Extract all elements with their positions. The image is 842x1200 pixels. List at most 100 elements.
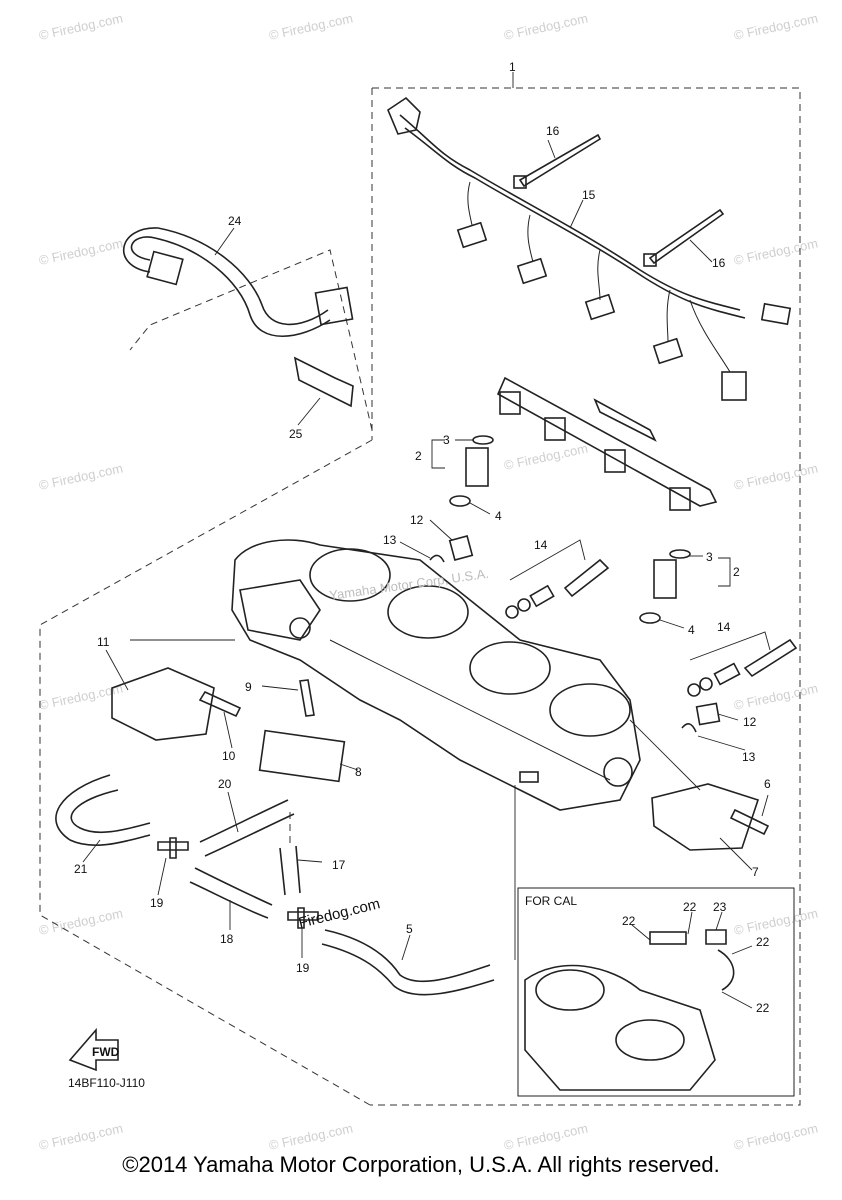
callout: 15	[582, 188, 596, 202]
fuel-rail-tee	[593, 398, 657, 442]
callout: 12	[743, 715, 757, 729]
bracket-2	[431, 439, 445, 469]
injector-connector	[652, 337, 684, 365]
pressure-sensor	[258, 729, 346, 783]
callout: 16	[546, 124, 560, 138]
harness-branch	[467, 181, 473, 226]
copyright-footer: ©2014 Yamaha Motor Corporation, U.S.A. A…	[122, 1152, 719, 1177]
callout: 10	[222, 749, 236, 763]
leader-16	[689, 239, 713, 263]
link-7	[629, 719, 701, 791]
throttle-bore	[387, 585, 469, 639]
leader-17	[297, 859, 323, 863]
screw	[198, 690, 242, 718]
rail-injector-mount	[544, 417, 566, 441]
inset-bore	[615, 1019, 685, 1061]
throttle-bore	[469, 641, 551, 695]
leader-22	[631, 924, 651, 941]
quick-connector	[146, 250, 184, 286]
hose-18	[194, 867, 273, 906]
callout: 5	[406, 922, 413, 936]
leader-9	[261, 685, 299, 691]
hose-18	[189, 881, 269, 919]
throttle-position-sensor	[651, 783, 760, 851]
injector-connector	[584, 293, 616, 321]
harness-end-connector	[760, 302, 792, 326]
callout: 19	[296, 961, 310, 975]
leader-21	[82, 839, 101, 863]
callout: 14	[534, 538, 548, 552]
adjuster-screws	[399, 519, 798, 751]
harness-branch	[527, 214, 534, 263]
screw	[299, 679, 315, 717]
leader-12	[429, 519, 453, 541]
throttle-body	[231, 539, 641, 811]
callout: 1	[509, 60, 516, 74]
leader-13	[399, 541, 431, 559]
callout: 12	[410, 513, 424, 527]
watermark: © Firedog.com	[268, 1120, 355, 1152]
throttle-body-boundary	[39, 439, 373, 1106]
watermark: © Firedog.com	[38, 10, 125, 42]
leader-12	[717, 713, 739, 721]
watermark: © Firedog.com	[503, 440, 590, 472]
throttle-shaft-end	[289, 617, 311, 639]
leader-20	[227, 791, 239, 833]
fuel-injector	[653, 559, 677, 599]
leader-22	[731, 945, 753, 955]
washer	[687, 683, 701, 697]
inset-hose	[649, 931, 687, 945]
throttle-shaft-end	[603, 757, 633, 787]
throttle-position-sensor	[111, 667, 215, 741]
bypass-screw	[743, 638, 798, 678]
bracket-2	[718, 557, 731, 587]
callout: 3	[706, 550, 713, 564]
main-harness-cable-inner	[404, 127, 746, 319]
callout: 17	[332, 858, 346, 872]
inset-throttle-body	[524, 964, 716, 1091]
watermark: © Firedog.com	[733, 235, 820, 267]
leader-6	[761, 794, 769, 817]
throttle-rail-seam	[329, 639, 611, 781]
injector-o-ring	[669, 549, 691, 559]
callout: 20	[218, 777, 232, 791]
diagram-code: 14BF110-J110	[68, 1076, 145, 1090]
spring	[713, 662, 741, 686]
bypass-screw	[563, 558, 610, 598]
harness-branch	[597, 249, 601, 301]
callout: 25	[289, 427, 303, 441]
throttle-body-outline	[231, 539, 641, 811]
hose-21	[55, 774, 151, 846]
fuel-hose	[123, 227, 329, 326]
leader-10	[223, 711, 233, 749]
leader-23	[715, 911, 723, 931]
injector-seal	[639, 612, 661, 624]
callout: 11	[97, 635, 110, 649]
leader-5	[401, 934, 411, 961]
hose-17	[279, 847, 286, 896]
callout: 22	[756, 1001, 770, 1015]
watermark: © Firedog.com	[38, 460, 125, 492]
callout: 7	[752, 865, 759, 879]
cable-ties	[513, 133, 725, 267]
callout: 16	[712, 256, 726, 270]
callout: 22	[622, 914, 636, 928]
tee-fitting	[287, 907, 319, 929]
callout: 13	[383, 533, 397, 547]
callout: 21	[74, 862, 88, 876]
clip	[429, 554, 445, 563]
leader-4	[659, 619, 685, 629]
cable-tie	[648, 208, 725, 265]
leader-24	[214, 227, 235, 256]
sensors	[105, 639, 770, 960]
rail-injector-mount	[669, 487, 691, 511]
leader-8	[339, 763, 359, 771]
rail-injector-mount	[604, 449, 626, 473]
bracket-14	[689, 631, 771, 661]
watermark: © Firedog.com	[503, 10, 590, 42]
quick-connector	[314, 286, 354, 326]
watermark: © Firedog.com	[38, 235, 125, 267]
callout: 2	[415, 449, 422, 463]
callout: 24	[228, 214, 242, 228]
